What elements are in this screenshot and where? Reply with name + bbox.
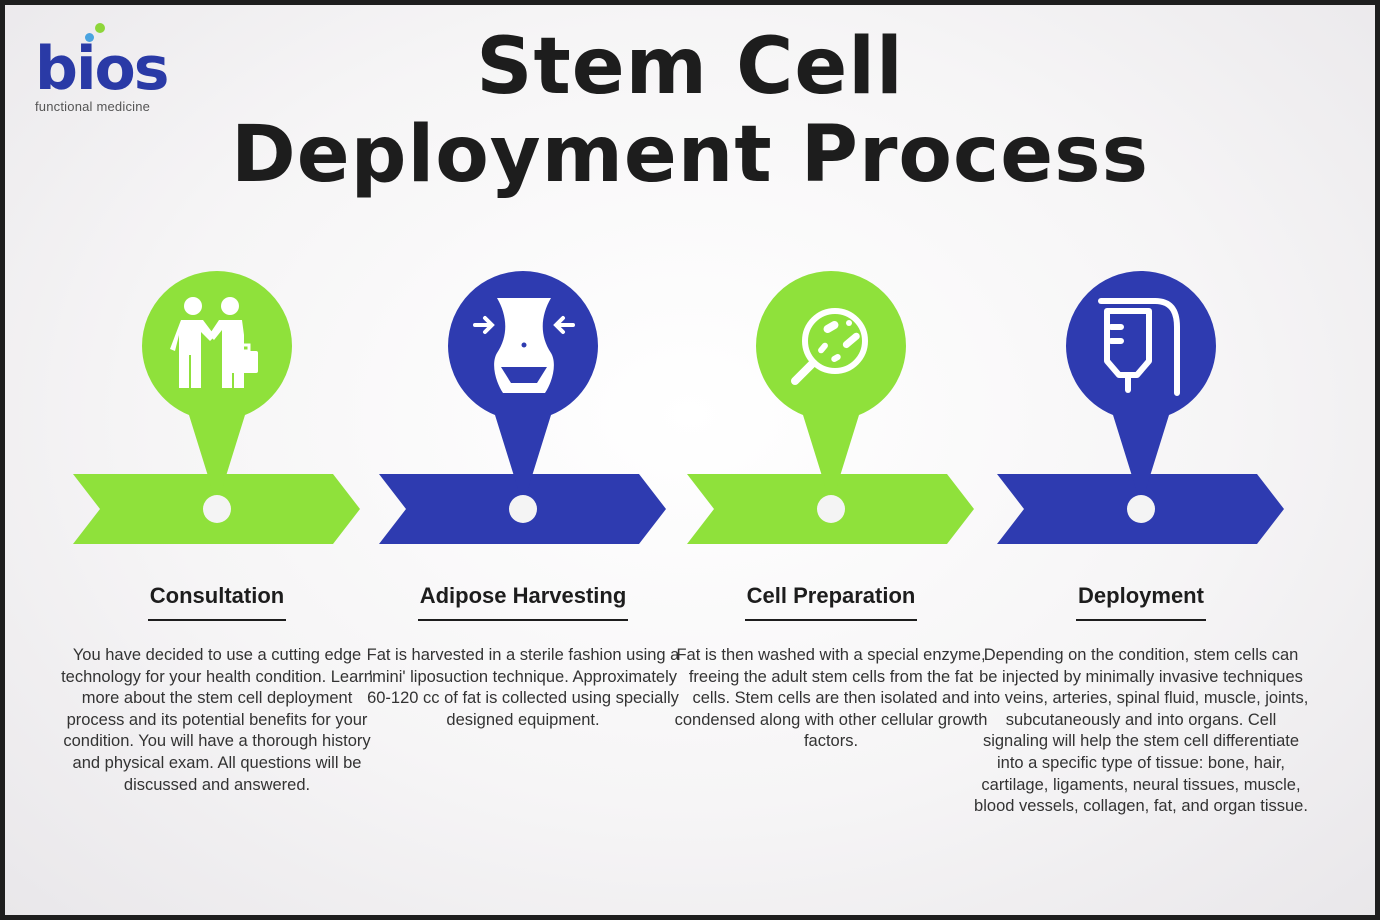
step-4-node [1127, 495, 1155, 523]
step-1-node [203, 495, 231, 523]
step-3-pin [756, 271, 906, 505]
bios-logo: bios functional medicine [31, 19, 181, 119]
step-4-graphic [997, 271, 1284, 544]
iv-bag-icon [1098, 298, 1180, 396]
step-2-description: Fat is harvested in a sterile fashion us… [366, 646, 680, 729]
cell-magnifier-icon [791, 308, 868, 385]
logo-dot-blue [85, 33, 94, 42]
step-3-graphic [687, 271, 974, 544]
step-1-column: Consultation You have decided to use a c… [57, 583, 377, 796]
step-1-graphic [73, 271, 360, 544]
step-1-title: Consultation [147, 583, 287, 621]
step-4-column: Deployment Depending on the condition, s… [973, 583, 1309, 818]
step-4-description: Depending on the condition, stem cells c… [973, 646, 1309, 816]
step-4-title: Deployment [1076, 583, 1206, 621]
step-3-title: Cell Preparation [744, 583, 918, 621]
step-2-title: Adipose Harvesting [417, 583, 629, 621]
handshake-icon [170, 297, 258, 388]
step-2-column: Adipose Harvesting Fat is harvested in a… [363, 583, 683, 731]
step-3-column: Cell Preparation Fat is then washed with… [671, 583, 991, 753]
step-3-node [817, 495, 845, 523]
step-2-node [509, 495, 537, 523]
step-3-description: Fat is then washed with a special enzyme… [674, 646, 988, 751]
title-line-1: Stem Cell [476, 22, 904, 112]
step-1-pin [142, 271, 292, 505]
process-diagram [73, 271, 1284, 544]
logo-tagline: functional medicine [35, 99, 151, 114]
step-4-pin [1066, 271, 1216, 505]
page-title: Stem Cell Deployment Process [5, 23, 1375, 199]
logo-dot-green [95, 23, 105, 33]
waist-liposuction-icon [473, 298, 575, 393]
step-2-graphic [379, 271, 666, 544]
step-1-description: You have decided to use a cutting edge t… [61, 646, 373, 794]
logo-wordmark: bios [35, 34, 169, 104]
title-line-2: Deployment Process [230, 110, 1149, 200]
